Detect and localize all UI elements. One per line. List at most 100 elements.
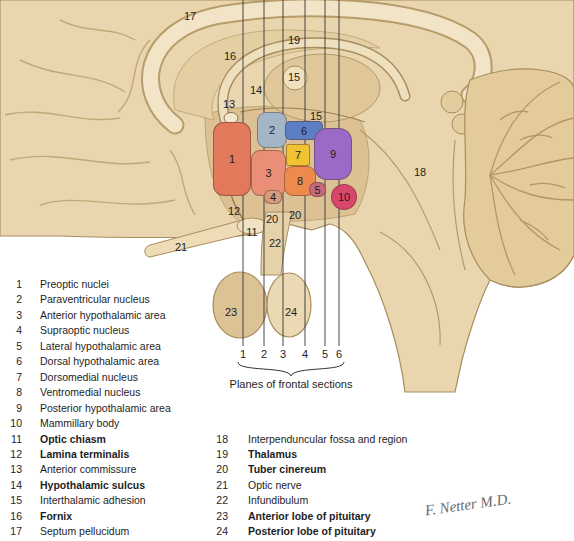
hypothalamic-field	[205, 106, 369, 222]
key-term: Interpenduncular fossa and region	[248, 433, 407, 444]
plane-number: 1	[240, 349, 246, 360]
key-term: Ventromedial nucleus	[40, 387, 140, 398]
callout-number: 21	[175, 242, 187, 253]
callout-number: 15	[310, 111, 322, 122]
callout-number: 13	[223, 99, 235, 110]
posterior-pituitary	[267, 273, 311, 337]
key-number: 11	[4, 433, 22, 444]
key-number: 5	[4, 341, 22, 352]
key-term: Hypothalamic sulcus	[40, 480, 145, 491]
key-term: Lamina terminalis	[40, 449, 129, 460]
callout-number: 22	[269, 238, 281, 249]
key-number: 7	[4, 371, 22, 382]
signature: F. Netter M.D.	[424, 492, 512, 519]
plane-number: 6	[336, 349, 342, 360]
key-number: 6	[4, 356, 22, 367]
callout-number: 16	[224, 51, 236, 62]
key-number: 23	[210, 511, 228, 522]
key-number: 22	[210, 495, 228, 506]
nucleus-region: 4	[264, 190, 282, 204]
key-term: Infundibulum	[248, 495, 308, 506]
callout-number: 5	[314, 184, 320, 196]
key-number: 4	[4, 325, 22, 336]
key-term: Optic nerve	[248, 480, 302, 491]
key-term: Anterior commissure	[40, 464, 136, 475]
plane-number: 4	[302, 349, 308, 360]
corpus-callosum	[151, 8, 484, 125]
key-number: 1	[4, 279, 22, 290]
key-term: Preoptic nuclei	[40, 279, 109, 290]
cerebellar-folia	[490, 82, 574, 275]
key-number: 14	[4, 480, 22, 491]
key-term: Septum pellucidum	[40, 526, 129, 537]
brain-section	[0, 0, 574, 392]
callout-number: 1	[229, 153, 235, 165]
callout-number: 14	[250, 85, 262, 96]
key-term: Anterior hypothalamic area	[40, 310, 165, 321]
key-term: Fornix	[40, 511, 72, 522]
key-term: Optic chiasm	[40, 433, 106, 444]
key-number: 9	[4, 402, 22, 413]
callout-number: 10	[338, 191, 350, 203]
plane-number: 3	[280, 349, 286, 360]
fornix-outline	[223, 43, 405, 120]
nucleus-region: 2	[257, 112, 287, 148]
callout-number: 24	[285, 307, 297, 318]
nucleus-region: 5	[309, 182, 326, 197]
key-term: Posterior hypothalamic area	[40, 402, 171, 413]
callout-number: 20	[289, 210, 301, 221]
key-number: 17	[4, 526, 22, 537]
callout-number: 6	[301, 125, 307, 137]
plane-bracket	[238, 362, 344, 376]
corpus-callosum-outline	[151, 8, 484, 125]
key-number: 13	[4, 464, 22, 475]
key-term: Dorsal hypothalamic area	[40, 356, 159, 367]
callout-number: 8	[297, 175, 303, 187]
nucleus-region: 10	[331, 184, 357, 210]
interthalamic-adhesion	[283, 66, 307, 90]
callout-number: 3	[265, 167, 271, 179]
callout-number: 15	[288, 72, 300, 83]
nucleus-region: 1	[213, 122, 251, 196]
plane-caption: Planes of frontal sections	[230, 379, 353, 390]
key-term: Posterior lobe of pituitary	[248, 526, 376, 537]
fornix	[223, 43, 405, 120]
key-number: 19	[210, 449, 228, 460]
plane-number: 5	[322, 349, 328, 360]
key-number: 18	[210, 433, 228, 444]
callout-number: 4	[270, 191, 276, 203]
callout-number: 23	[225, 307, 237, 318]
callout-number: 7	[295, 149, 301, 161]
key-number: 16	[4, 511, 22, 522]
callout-number: 20	[266, 214, 278, 225]
key-term: Lateral hypothalamic area	[40, 341, 161, 352]
key-number: 21	[210, 480, 228, 491]
key-term: Mammillary body	[40, 418, 119, 429]
key-number: 8	[4, 387, 22, 398]
callout-number: 17	[184, 11, 196, 22]
key-term: Anterior lobe of pituitary	[248, 511, 371, 522]
key-term: Supraoptic nucleus	[40, 325, 129, 336]
key-term: Tuber cinereum	[248, 464, 326, 475]
key-number: 15	[4, 495, 22, 506]
nucleus-region: 7	[286, 144, 310, 166]
key-number: 24	[210, 526, 228, 537]
key-number: 2	[4, 294, 22, 305]
infundibulum	[261, 212, 292, 275]
nucleus-region: 9	[314, 128, 352, 180]
key-term: Dorsomedial nucleus	[40, 371, 138, 382]
anterior-pituitary	[213, 272, 267, 338]
key-term: Thalamus	[248, 449, 297, 460]
key-term: Interthalamic adhesion	[40, 495, 146, 506]
key-term: Paraventricular nucleus	[40, 294, 150, 305]
key-number: 3	[4, 310, 22, 321]
key-number: 10	[4, 418, 22, 429]
cerebellum	[464, 69, 574, 287]
plane-number: 2	[261, 349, 267, 360]
callout-number: 18	[414, 167, 426, 178]
callout-number: 9	[330, 148, 336, 160]
key-number: 20	[210, 464, 228, 475]
callout-number: 2	[269, 124, 275, 136]
